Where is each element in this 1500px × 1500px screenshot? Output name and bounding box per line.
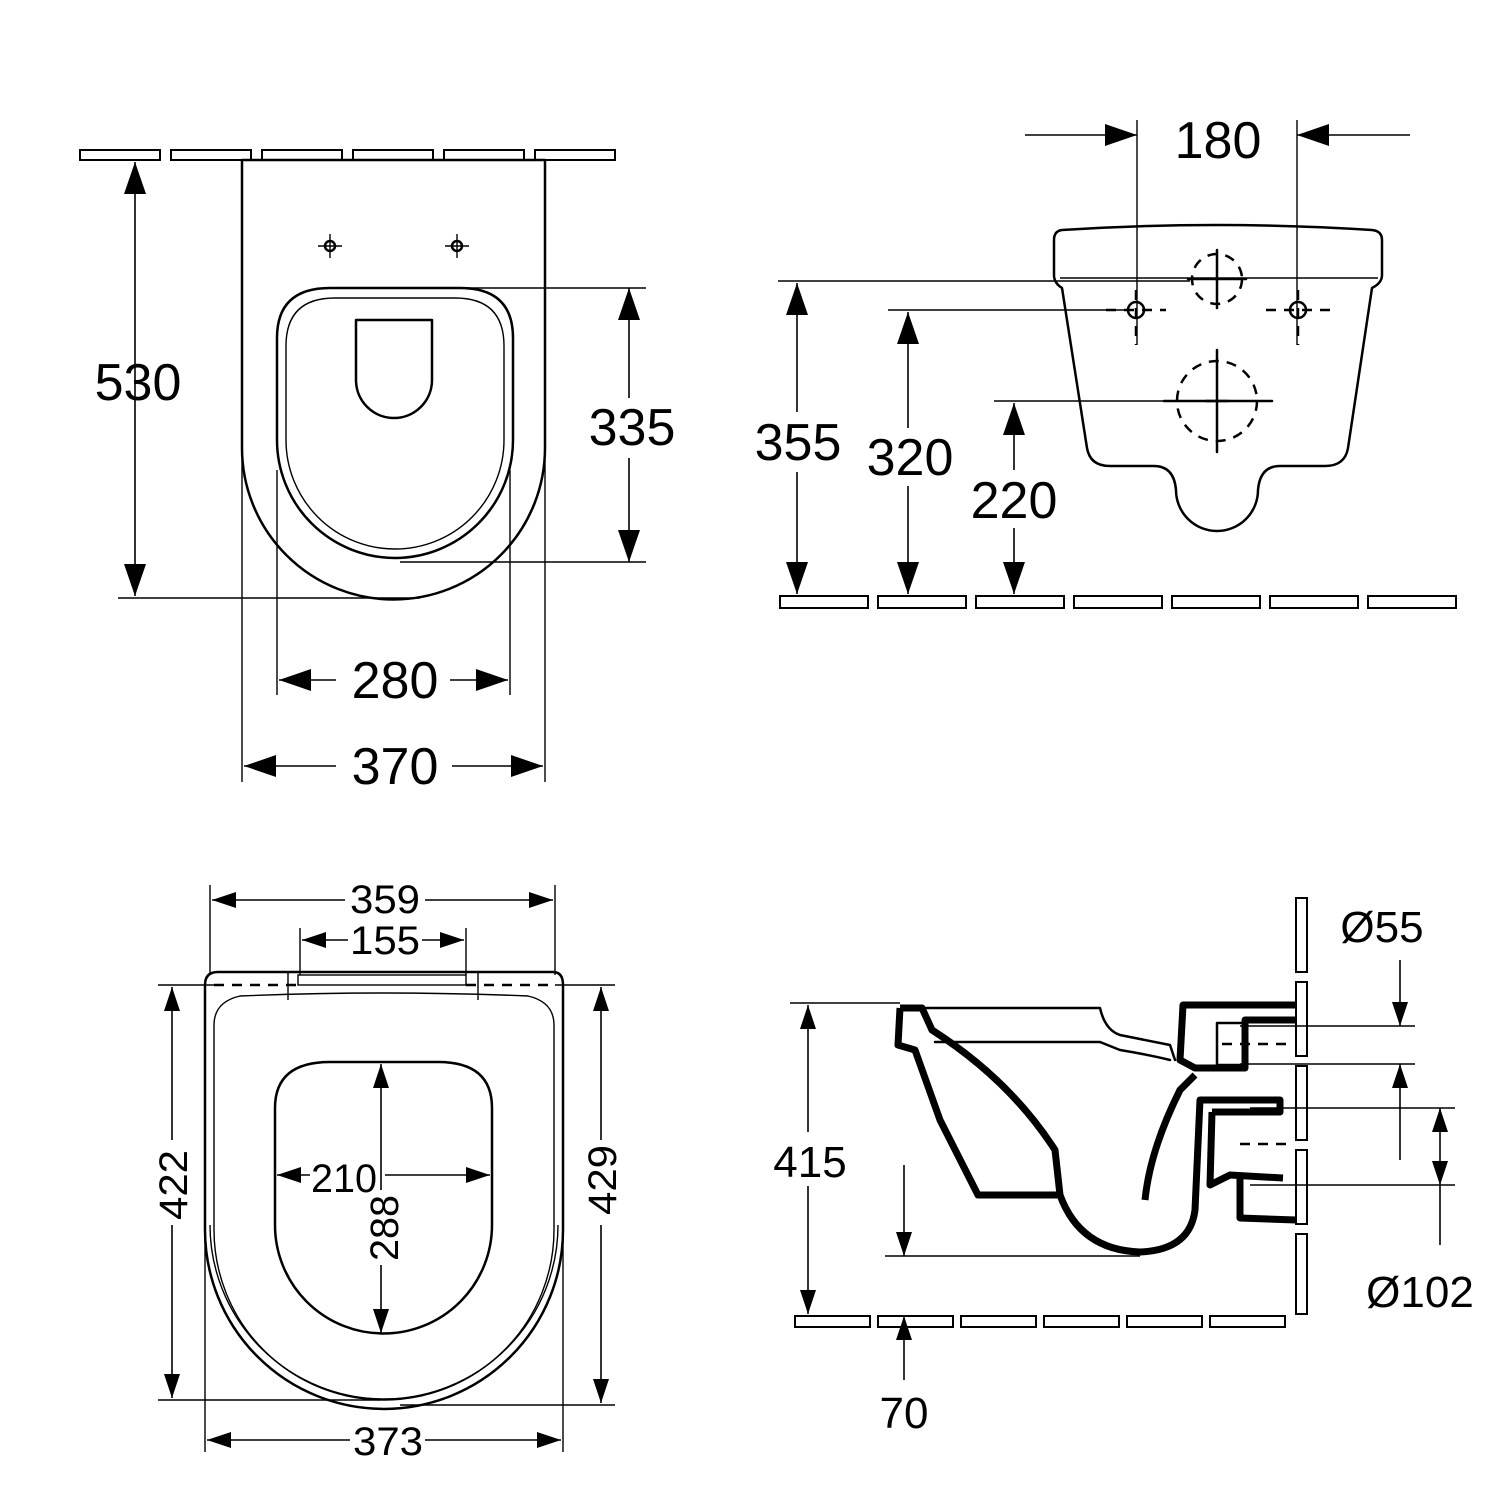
dim-height-b: 320 bbox=[867, 429, 954, 487]
fixing-holes bbox=[318, 234, 469, 258]
top-view: 530 335 280 370 bbox=[79, 149, 680, 796]
dim-height-a: 355 bbox=[755, 414, 842, 472]
inlet-hole bbox=[1186, 248, 1248, 310]
dim-lid-length-left: 422 bbox=[152, 1150, 196, 1220]
dim-bowl-width: 370 bbox=[352, 738, 439, 796]
floor-tiles bbox=[794, 1315, 1286, 1328]
dim-height-c: 220 bbox=[971, 472, 1058, 530]
dim-hinge-width: 155 bbox=[350, 919, 420, 963]
dim-inlet-diameter: Ø55 bbox=[1340, 903, 1423, 952]
dim-fixing-spacing: 180 bbox=[1175, 112, 1262, 170]
pan-outline bbox=[1052, 223, 1384, 533]
side-view: 415 70 Ø55 Ø102 bbox=[762, 897, 1474, 1438]
wall-tiles bbox=[79, 149, 616, 161]
dim-opening-width: 210 bbox=[311, 1157, 377, 1201]
dim-seat-width: 280 bbox=[352, 652, 439, 710]
dim-outer-width: 373 bbox=[353, 1420, 423, 1464]
seat-outer bbox=[275, 286, 515, 560]
seat-inner bbox=[285, 297, 505, 550]
dim-outlet-diameter: Ø102 bbox=[1366, 1268, 1474, 1317]
seat-view: 359 155 422 429 210 288 bbox=[152, 878, 625, 1464]
dim-height: 415 bbox=[773, 1138, 846, 1187]
seat-lid-outer bbox=[203, 970, 565, 1411]
floor-tiles bbox=[779, 595, 1457, 609]
seat-opening bbox=[273, 1060, 494, 1335]
bowl-outline bbox=[240, 158, 547, 601]
dim-lid-length-right: 429 bbox=[581, 1145, 625, 1215]
dim-depth: 530 bbox=[95, 354, 182, 412]
seat-lid-rim bbox=[209, 1224, 559, 1400]
dim-opening-length: 288 bbox=[363, 1195, 407, 1261]
wall-tiles bbox=[1295, 897, 1308, 1315]
flush-opening bbox=[354, 318, 434, 420]
dim-seat-opening-depth: 335 bbox=[589, 399, 676, 457]
hinge-area bbox=[214, 972, 554, 1000]
front-view: 180 355 320 220 bbox=[748, 112, 1457, 609]
pan-section bbox=[894, 1001, 1297, 1256]
dim-outlet-offset: 70 bbox=[880, 1389, 929, 1438]
dim-lid-width: 359 bbox=[350, 878, 420, 922]
